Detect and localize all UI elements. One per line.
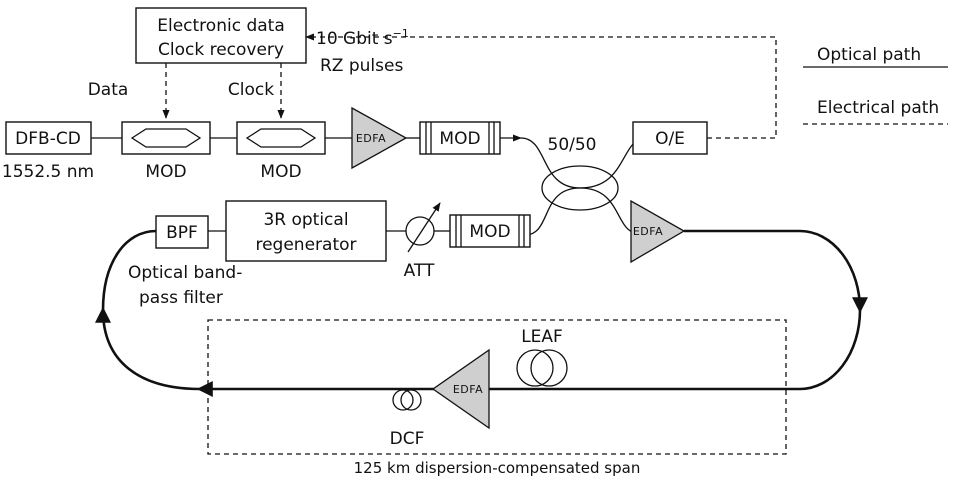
rz-rate-label: 10 Gbit s−1 [316, 27, 409, 49]
legend-optical-label: Optical path [817, 45, 921, 65]
wavelength-label: 1552.5 nm [2, 162, 94, 182]
coupler-50-50-icon [541, 165, 619, 211]
electrical-feedback-path [305, 33, 777, 139]
dfb-laser-box [5, 121, 92, 155]
modulator-2-label: MOD [260, 162, 301, 182]
modulator-1-label: MOD [145, 162, 186, 182]
rz-pulses-label: RZ pulses [320, 56, 403, 76]
span-box [207, 319, 787, 455]
regenerator-box [225, 200, 387, 262]
legend: Optical path Electrical path [803, 45, 948, 125]
edfa-1-amplifier-icon [351, 106, 408, 170]
bpf-label: BPF [166, 223, 198, 243]
dcf-coil-icon [392, 389, 414, 411]
clock-label: Clock [228, 80, 274, 100]
edfa-2-label: EDFA [633, 225, 663, 238]
mach-zehnder-2-icon [245, 128, 317, 148]
coupler-label: 50/50 [548, 135, 597, 155]
modulator-3 [419, 121, 501, 155]
regenerator-line2: regenerator [255, 235, 356, 255]
regenerator-line1: 3R optical [263, 210, 348, 230]
data-label: Data [88, 80, 129, 100]
bpf-box [155, 215, 209, 249]
clock-recovery-line2: Clock recovery [158, 40, 284, 60]
dfb-laser-label: DFB-CD [15, 129, 81, 149]
leaf-coil-icon-2 [530, 349, 568, 387]
mach-zehnder-1-icon [130, 128, 202, 148]
edfa-3-label: EDFA [453, 383, 483, 396]
oe-converter-label: O/E [655, 129, 685, 149]
edfa-1-label: EDFA [356, 132, 386, 145]
clock-recovery-line1: Electronic data [157, 16, 285, 36]
dcf-label: DCF [390, 429, 425, 449]
edfa-3-amplifier-icon [431, 348, 490, 430]
oe-converter-box [632, 121, 708, 155]
loop-fiber-left-arrow [95, 306, 201, 391]
loop-fiber-bottom-arrow [196, 309, 862, 397]
dcf-coil-icon-2 [400, 389, 422, 411]
leaf-label: LEAF [521, 327, 563, 347]
attenuator-icon [405, 216, 435, 246]
loop-fiber-left-upper [101, 229, 157, 311]
attenuator-adjust-arrow [407, 202, 441, 253]
modulator-1 [121, 121, 211, 155]
leaf-coil-icon [516, 349, 554, 387]
modulator-3-label: MOD [439, 129, 480, 149]
modulator-4 [449, 214, 531, 248]
attenuator-label: ATT [404, 261, 435, 281]
bpf-caption-line1: Optical band- [128, 263, 242, 283]
edfa-2-amplifier-icon [630, 199, 686, 264]
modulator-2 [236, 121, 326, 155]
bpf-caption-line2: pass filter [139, 288, 223, 308]
loop-fiber-right-arrow [684, 229, 868, 314]
coupler-lower-arm [524, 187, 636, 236]
legend-electrical-label: Electrical path [817, 98, 939, 118]
modulator-4-label: MOD [469, 222, 510, 242]
span-label: 125 km dispersion-compensated span [354, 459, 641, 477]
